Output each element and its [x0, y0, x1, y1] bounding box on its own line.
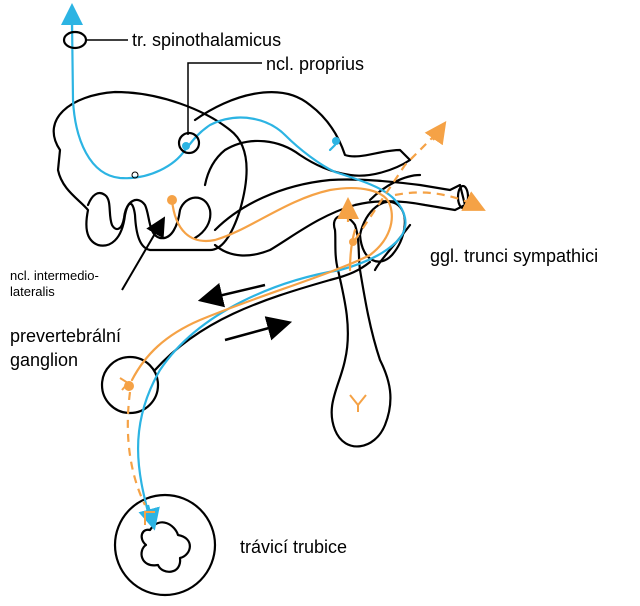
efferent-preganglionic	[132, 188, 392, 380]
ventral-root-outline	[215, 179, 465, 255]
label-proprius: ncl. proprius	[266, 54, 364, 74]
efferent-postganglionic-up	[355, 130, 440, 240]
proprius-circle	[179, 133, 199, 153]
intermediolateral-cell	[167, 195, 177, 205]
sympathetic-trunk-outline	[332, 216, 391, 446]
trunk-ganglion-cell	[349, 238, 357, 246]
trunk-synapse	[350, 395, 366, 412]
label-prevertebral-2: ganglion	[10, 350, 78, 370]
gray-matter-outline	[88, 193, 210, 238]
label-intermedio-1: ncl. intermedio-	[10, 268, 99, 283]
label-prevertebral-1: prevertebrální	[10, 326, 121, 346]
proprius-leader	[188, 63, 262, 135]
digestive-tube-outline	[115, 495, 215, 595]
dorsal-ganglion-branch	[330, 145, 335, 150]
digestive-lumen	[142, 522, 190, 571]
dorsal-ganglion-cell	[332, 137, 340, 145]
proprius-cell	[182, 142, 190, 150]
intermedio-pointer	[122, 225, 160, 290]
label-travici: trávicí trubice	[240, 537, 347, 557]
label-ggl-trunci: ggl. trunci sympathici	[430, 246, 598, 266]
direction-arrow-right	[225, 325, 280, 340]
spinothalamic-marker	[64, 32, 86, 48]
direction-arrow-left	[210, 285, 265, 298]
label-spinothalamicus: tr. spinothalamicus	[132, 30, 281, 50]
afferent-pathway	[72, 20, 405, 520]
dorsal-root-outline	[195, 92, 410, 185]
splanchnic-nerve-outline	[155, 262, 370, 370]
label-intermedio-2: lateralis	[10, 284, 55, 299]
